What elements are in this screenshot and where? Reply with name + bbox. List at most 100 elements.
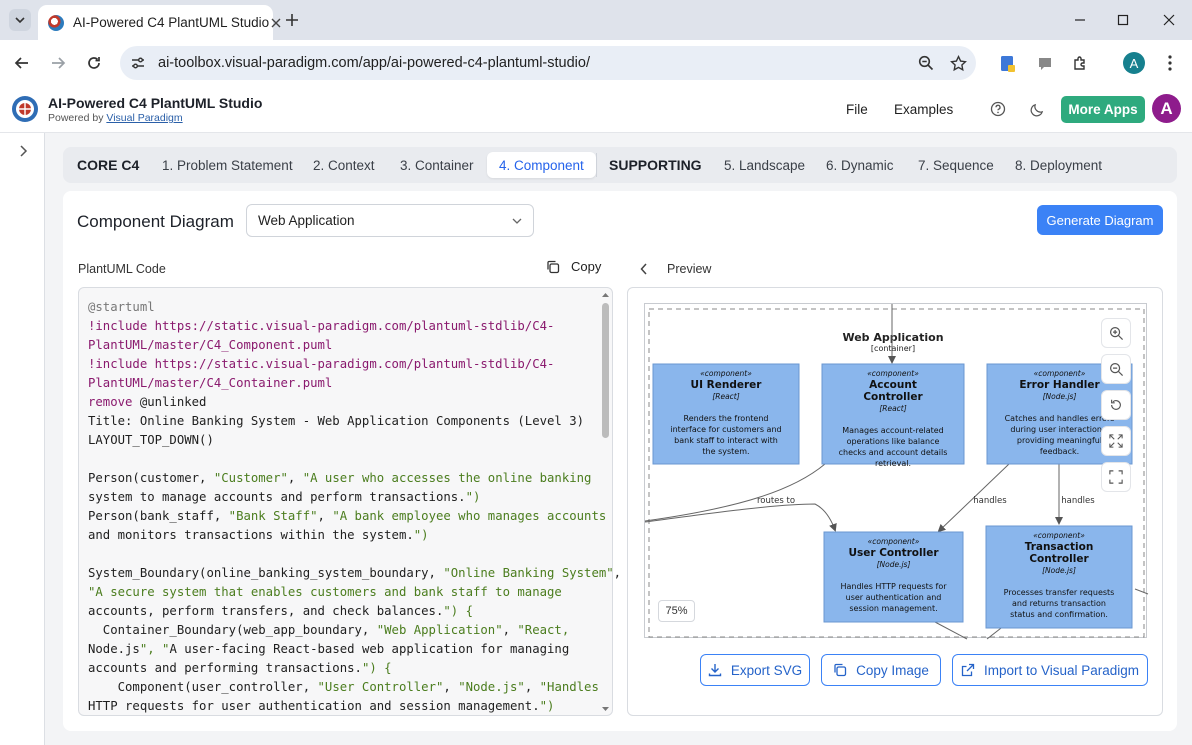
code-line: Person(customer, "Customer", "A user who…	[88, 471, 592, 485]
user-avatar[interactable]: A	[1152, 94, 1181, 123]
component-description: and returns transaction	[1012, 599, 1106, 608]
component-description: checks and account details	[839, 448, 948, 457]
component-technology: [Node.js]	[1042, 566, 1076, 575]
reset-view-button[interactable]	[1101, 390, 1131, 420]
import-vp-button[interactable]: Import to Visual Paradigm	[952, 654, 1148, 686]
component-box[interactable]: «component»AccountController[React]Manag…	[821, 363, 965, 468]
star-icon	[949, 54, 967, 71]
extensions-button[interactable]	[1069, 53, 1091, 75]
edge-label-routes-to: routes to	[757, 496, 795, 506]
zoom-page-button[interactable]	[916, 53, 936, 73]
fullscreen-icon	[1109, 470, 1123, 484]
tab-dynamic[interactable]: 6. Dynamic	[826, 157, 894, 173]
component-name: Account	[869, 379, 917, 391]
copy-image-button[interactable]: Copy Image	[821, 654, 941, 686]
tab-sequence[interactable]: 7. Sequence	[918, 157, 994, 173]
diagram-canvas[interactable]: Web Application [container] routes to ha…	[644, 303, 1149, 640]
theme-toggle-button[interactable]	[1027, 99, 1047, 119]
tab-search-button[interactable]	[9, 9, 31, 31]
fullscreen-button[interactable]	[1101, 462, 1131, 492]
export-svg-button[interactable]: Export SVG	[700, 654, 810, 686]
close-icon[interactable]	[269, 16, 283, 30]
step-divider	[596, 153, 597, 177]
zoom-out-icon	[918, 55, 934, 71]
diagram-svg: Web Application [container] routes to ha…	[644, 304, 1149, 640]
page-title: Component Diagram	[77, 212, 234, 231]
container-select[interactable]: Web Application	[246, 204, 534, 237]
component-name: User Controller	[848, 547, 939, 559]
download-icon	[708, 664, 722, 677]
tab-context[interactable]: 2. Context	[313, 157, 375, 173]
zoom-out-icon	[1109, 362, 1123, 376]
back-button[interactable]	[12, 53, 32, 73]
component-name: Controller	[863, 391, 923, 403]
zoom-out-button[interactable]	[1101, 354, 1131, 384]
fit-icon	[1109, 434, 1123, 448]
more-apps-button[interactable]: More Apps	[1061, 96, 1145, 123]
copy-code-button[interactable]: Copy	[546, 259, 601, 274]
code-line: system to manage accounts and perform tr…	[88, 490, 481, 504]
forward-button[interactable]	[48, 53, 68, 73]
extension-chat-button[interactable]	[1034, 53, 1056, 75]
collapse-preview-button[interactable]	[637, 262, 651, 276]
close-window-button[interactable]	[1159, 10, 1179, 30]
component-box[interactable]: «component»TransactionController[Node.js…	[985, 525, 1133, 629]
component-stereotype: «component»	[1034, 369, 1086, 378]
core-c4-label: CORE C4	[77, 157, 140, 173]
routes-to-edge	[644, 503, 837, 532]
maximize-button[interactable]	[1113, 10, 1133, 30]
code-scrollbar[interactable]	[601, 291, 610, 713]
extension-doc-button[interactable]	[997, 53, 1019, 75]
reload-icon	[88, 57, 100, 69]
address-bar[interactable]: ai-toolbox.visual-paradigm.com/app/ai-po…	[120, 46, 976, 80]
powered-by: Powered by Visual Paradigm	[48, 112, 183, 124]
component-box[interactable]: «component»User Controller[Node.js]Handl…	[823, 531, 964, 623]
component-box[interactable]: «component»UI Renderer[React]Renders the…	[652, 363, 800, 465]
generate-diagram-button[interactable]: Generate Diagram	[1037, 205, 1163, 235]
account-edge	[644, 463, 826, 522]
nav-examples[interactable]: Examples	[894, 102, 954, 117]
site-info-button[interactable]	[129, 54, 147, 72]
app-header	[0, 87, 1192, 133]
component-description: bank staff to interact with	[674, 436, 778, 445]
tab-title: AI-Powered C4 PlantUML Studio	[73, 15, 270, 30]
code-text: @startuml!include https://static.visual-…	[88, 298, 621, 716]
tab-deployment[interactable]: 8. Deployment	[1015, 157, 1103, 173]
new-tab-button[interactable]	[282, 10, 302, 30]
component-technology: [Node.js]	[877, 560, 911, 569]
browser-menu-button[interactable]	[1160, 53, 1180, 73]
code-line: remove @unlinked	[88, 395, 207, 409]
minimize-button[interactable]	[1070, 10, 1090, 30]
component-description: Processes transfer requests	[1004, 588, 1115, 597]
powered-by-label: Powered by	[48, 112, 104, 124]
help-button[interactable]	[988, 99, 1008, 119]
component-description: Catches and handles errors	[1005, 414, 1115, 423]
minimize-icon	[1075, 19, 1085, 21]
code-line: accounts and performing transactions.") …	[88, 661, 392, 675]
tab-component[interactable]: 4. Component	[487, 152, 596, 178]
plantuml-code-editor[interactable]: @startuml!include https://static.visual-…	[78, 287, 621, 716]
nav-file[interactable]: File	[846, 102, 868, 117]
component-technology: [React]	[712, 392, 739, 401]
expand-sidebar-button[interactable]	[14, 142, 32, 160]
help-icon	[990, 101, 1006, 117]
puzzle-icon	[1074, 56, 1085, 70]
visual-paradigm-link[interactable]: Visual Paradigm	[106, 112, 183, 124]
fit-view-button[interactable]	[1101, 426, 1131, 456]
arrow-right-icon	[52, 57, 66, 69]
tab-landscape[interactable]: 5. Landscape	[724, 157, 806, 173]
zoom-in-icon	[1109, 326, 1123, 340]
collapsed-sidebar	[0, 133, 45, 745]
profile-avatar[interactable]: A	[1123, 52, 1145, 74]
bookmark-button[interactable]	[948, 53, 968, 73]
handles-edge-1	[937, 463, 1010, 533]
zoom-in-button[interactable]	[1101, 318, 1131, 348]
scroll-up-icon	[602, 293, 609, 297]
tab-problem-statement[interactable]: 1. Problem Statement	[162, 157, 293, 173]
reload-button[interactable]	[84, 53, 104, 73]
scrollbar-thumb[interactable]	[602, 303, 609, 438]
browser-tab[interactable]: AI-Powered C4 PlantUML Studio	[38, 5, 281, 40]
tab-container[interactable]: 3. Container	[400, 157, 474, 173]
scroll-down-icon	[602, 707, 609, 711]
chevron-right-icon	[20, 145, 28, 157]
